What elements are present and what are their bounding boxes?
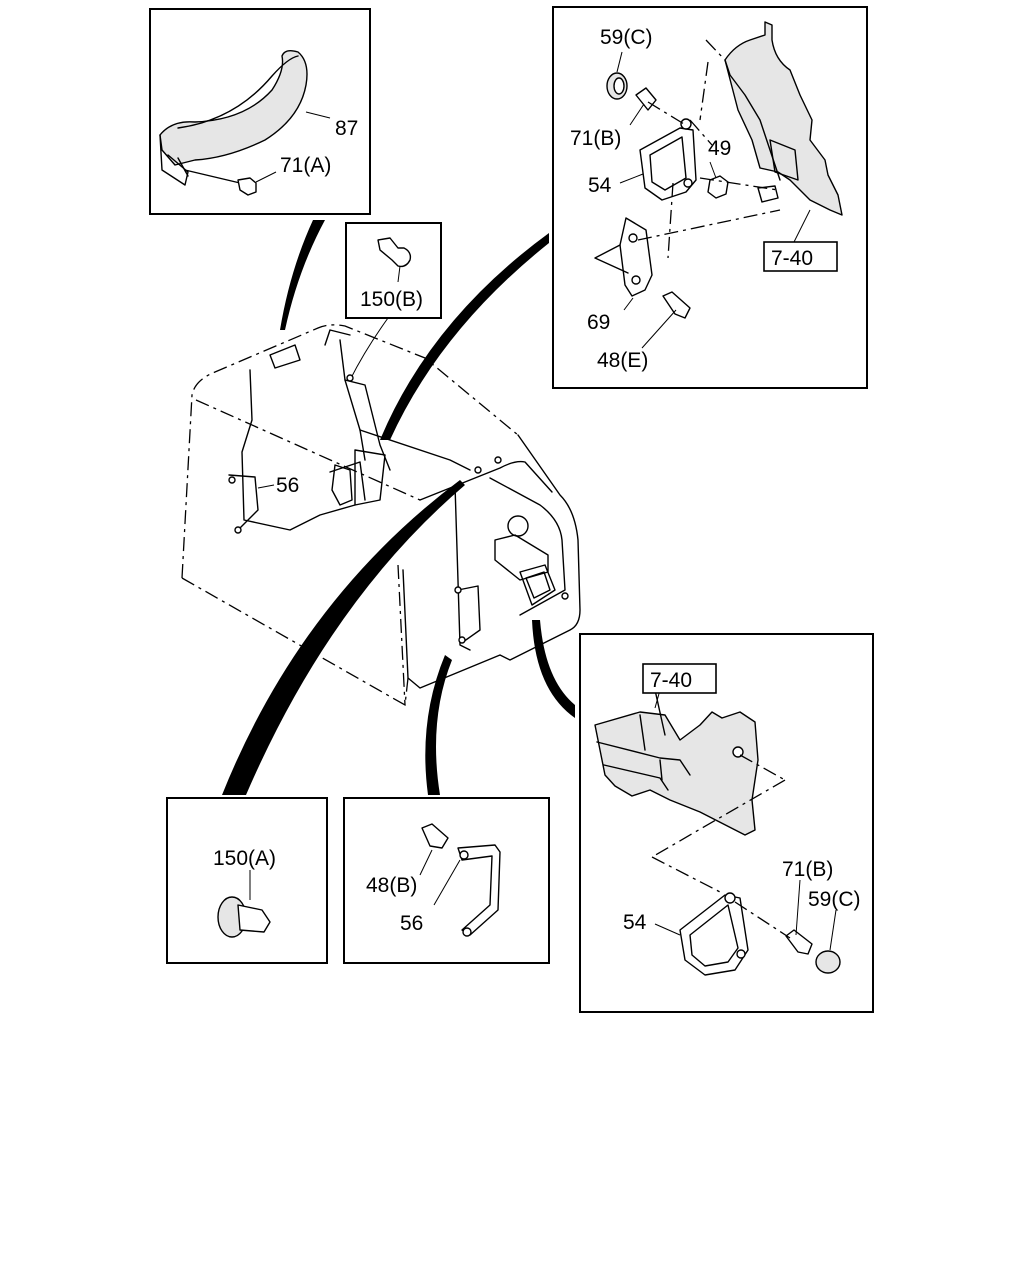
callout-wedge-bracket-top bbox=[380, 233, 549, 440]
bolt-48e-label: 48(E) bbox=[597, 349, 648, 372]
detail-frame-clip-150a bbox=[166, 797, 328, 964]
clip-150b-label: 150(B) bbox=[360, 288, 423, 311]
callout-wedge-clip-150a bbox=[222, 480, 465, 795]
bolt-71b-bottom-label: 71(B) bbox=[782, 858, 833, 881]
handle-87-label: 87 bbox=[335, 117, 358, 140]
handle-54-bottom-label: 54 bbox=[623, 911, 647, 934]
bolt-71b-top-label: 71(B) bbox=[570, 127, 621, 150]
detail-frame-strap-56 bbox=[343, 797, 550, 964]
callout-wedge-clip-150b bbox=[349, 317, 389, 381]
ref-7-40-bottom-label: 7-40 bbox=[650, 669, 692, 692]
detail-frame-handle-bottom bbox=[579, 633, 874, 1013]
handle-54-top-label: 54 bbox=[588, 174, 612, 197]
strap-56-main-label: 56 bbox=[276, 474, 299, 497]
bolt-71a-label: 71(A) bbox=[280, 154, 331, 177]
detail-frame-handle-87 bbox=[149, 8, 371, 215]
vehicle-body-illustration bbox=[181, 324, 581, 707]
callout-wedge-handle bbox=[280, 220, 325, 330]
clip-150a-label: 150(A) bbox=[213, 847, 276, 870]
detail-frame-bracket-top bbox=[552, 6, 868, 389]
bracket-69-label: 69 bbox=[587, 311, 610, 334]
strap-56-detail-label: 56 bbox=[400, 912, 423, 935]
callout-wedge-strap-56 bbox=[425, 655, 452, 795]
bolt-48b-label: 48(B) bbox=[366, 874, 417, 897]
nut-49-label: 49 bbox=[708, 137, 731, 160]
ref-7-40-top-label: 7-40 bbox=[771, 247, 813, 270]
detail-frame-clip-150b bbox=[345, 222, 442, 319]
callout-wedge-handle-bottom bbox=[532, 620, 575, 718]
cap-59c-bottom-label: 59(C) bbox=[808, 888, 861, 911]
cap-59c-top-label: 59(C) bbox=[600, 26, 653, 49]
